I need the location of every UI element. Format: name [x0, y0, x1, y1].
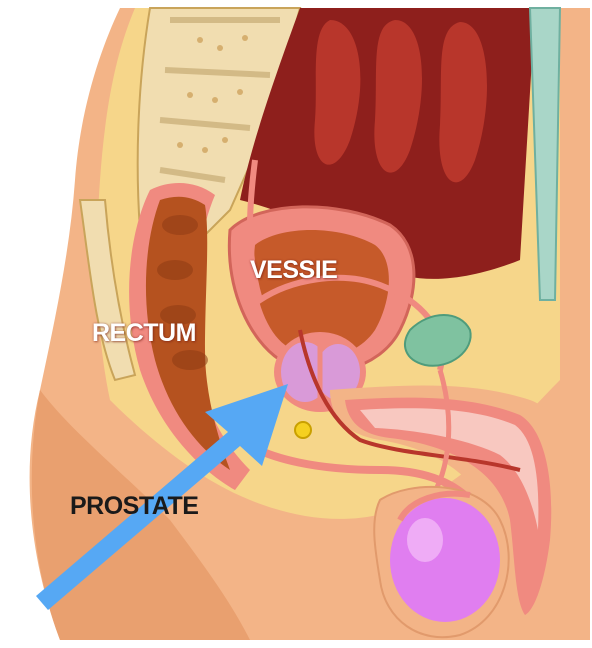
prostate-label: PROSTATE — [70, 492, 198, 521]
rectum-label: RECTUM — [92, 319, 196, 348]
bulbourethral-gland — [295, 422, 311, 438]
testicle — [374, 487, 508, 637]
bladder-label: VESSIE — [250, 256, 337, 285]
